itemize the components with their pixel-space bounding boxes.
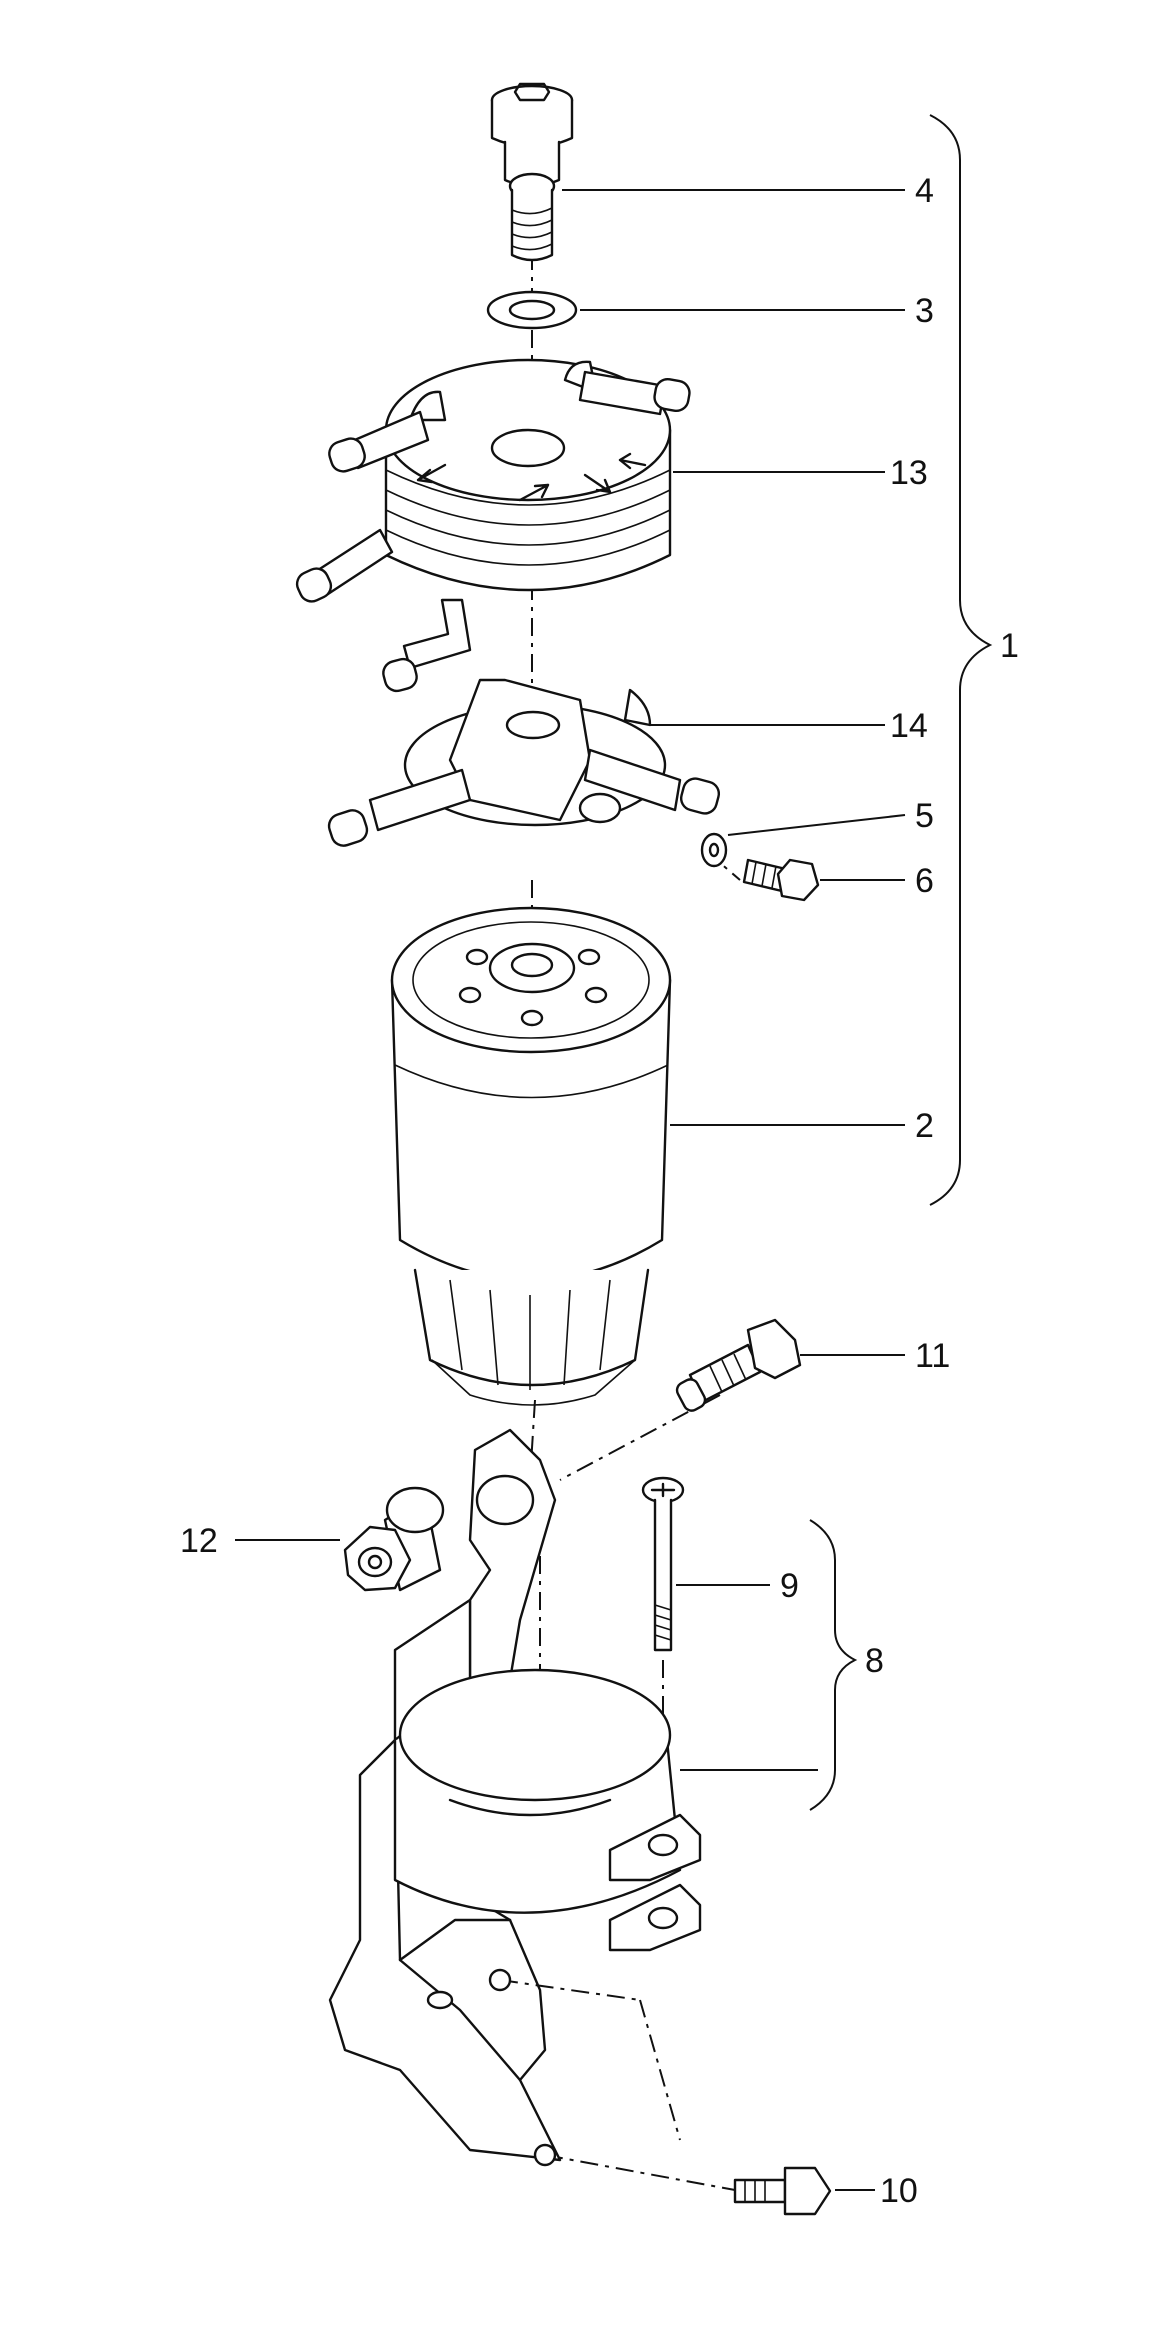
callout-12: 12: [180, 1522, 218, 1560]
callout-6: 6: [915, 862, 934, 900]
clamp-band: [393, 1668, 702, 1952]
brace-8: [809, 1519, 858, 1811]
flange-bolt: [675, 1318, 802, 1412]
callout-4: 4: [915, 172, 934, 210]
callout-14: 14: [890, 707, 928, 745]
washer: [700, 832, 728, 868]
cooler: [295, 358, 691, 693]
brace-1: [929, 114, 993, 1206]
bracket: [328, 1428, 562, 2167]
long-screw: [641, 1476, 685, 1652]
callout-10: 10: [880, 2172, 918, 2210]
filter-head: [327, 678, 721, 847]
leader-lines: [235, 189, 906, 2191]
filter-cartridge: [390, 906, 672, 1406]
screw-small: [742, 858, 820, 902]
flange-screw-lower: [733, 2166, 832, 2216]
seal-ring: [486, 290, 578, 330]
hollow-bolt: [490, 82, 574, 262]
callout-1: 1: [1000, 627, 1019, 665]
callout-5: 5: [915, 797, 934, 835]
callout-2: 2: [915, 1107, 934, 1145]
rubber-bush: [343, 1486, 445, 1592]
callout-3: 3: [915, 292, 934, 330]
callout-11: 11: [915, 1337, 950, 1375]
callout-13: 13: [890, 454, 928, 492]
callout-9: 9: [780, 1567, 799, 1605]
callout-8: 8: [865, 1642, 884, 1680]
